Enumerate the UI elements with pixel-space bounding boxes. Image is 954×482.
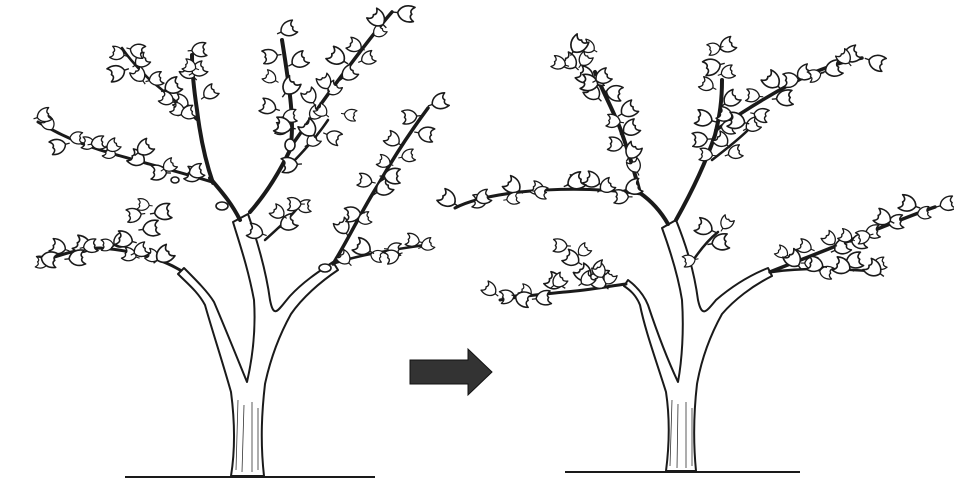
cut-mark [216, 202, 228, 210]
leaf [259, 97, 282, 117]
leaf [197, 83, 219, 104]
leaf [144, 71, 164, 88]
leaf [934, 195, 954, 213]
branch [38, 122, 212, 182]
leaf [107, 61, 132, 82]
tree-before-pruning [31, 4, 449, 477]
leaf [392, 4, 415, 22]
leaf [66, 132, 82, 144]
leaf [862, 51, 886, 72]
leaf [862, 258, 888, 283]
leaf [383, 130, 406, 152]
cut-mark [285, 139, 295, 151]
leaf [694, 109, 718, 130]
leaf [137, 198, 154, 211]
tree-after-pruning [436, 33, 954, 472]
leaf [531, 290, 551, 306]
leaf [335, 63, 359, 86]
leaf [606, 114, 625, 129]
leaf [692, 132, 712, 147]
arrow-right [410, 349, 492, 395]
branch [640, 193, 668, 224]
leaf [137, 220, 160, 238]
trunk-right [624, 220, 772, 471]
cut-mark [171, 177, 179, 183]
branch [676, 80, 722, 220]
leaf [425, 92, 449, 113]
leaf [436, 188, 463, 213]
leaf [262, 69, 282, 87]
leaf [698, 76, 719, 95]
leaf [321, 127, 343, 147]
leaf [706, 233, 730, 252]
leaf [723, 144, 744, 162]
leaf [481, 280, 503, 301]
leaf [340, 108, 357, 122]
leaf [357, 173, 377, 190]
leaf [281, 156, 302, 173]
leaf [274, 19, 298, 40]
cut-mark [319, 264, 331, 272]
leaf [413, 125, 435, 143]
leaf [262, 47, 283, 64]
